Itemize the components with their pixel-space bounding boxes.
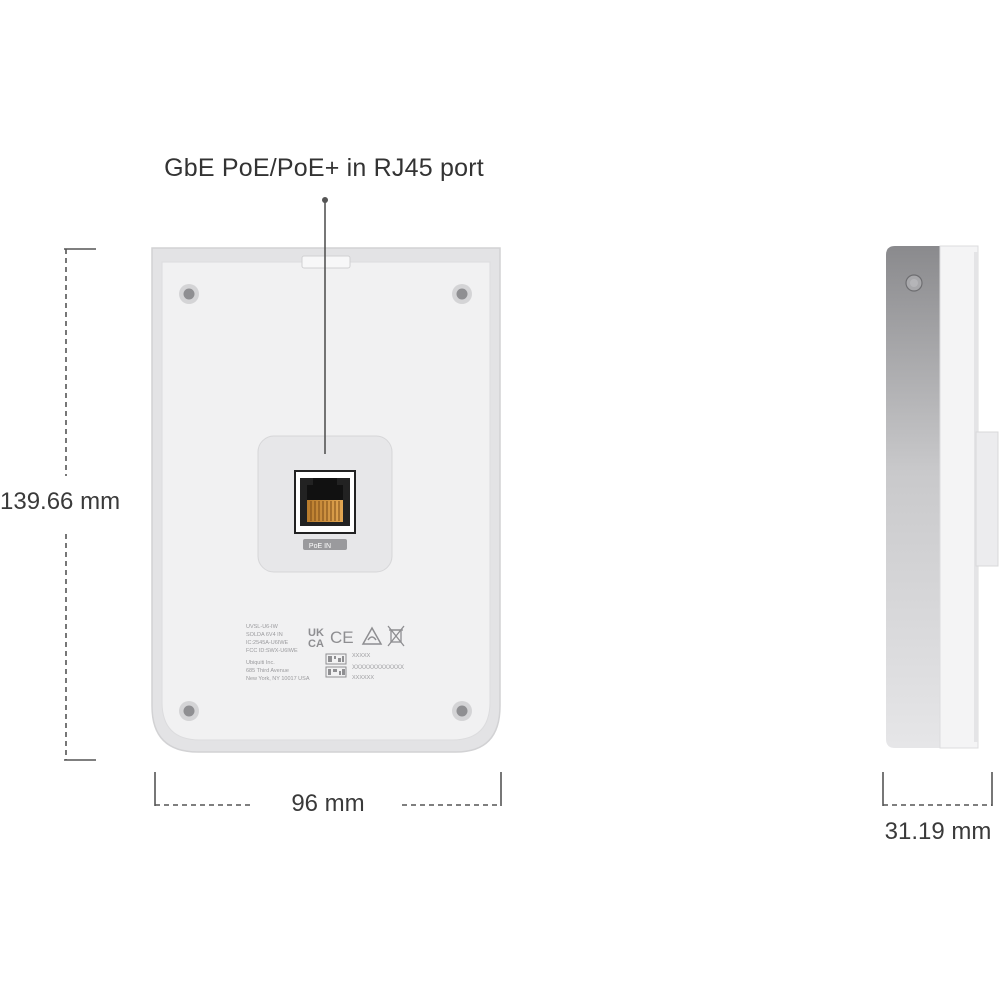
screw-hole [179,284,199,304]
ukca-mark-bottom: CA [308,638,324,650]
port-tag: PoE IN [309,543,331,550]
rj45-port-module: PoE IN [257,435,393,573]
depth-dimension-label: 31.19 mm [884,818,992,845]
height-dimension [64,248,96,761]
width-dimension-label: 96 mm [291,790,365,817]
port-callout-label: GbE PoE/PoE+ in RJ45 port [164,154,484,182]
depth-dimension [882,772,993,806]
label-line: FCC ID:SWX-U6IWE [246,648,298,654]
qr-code-icon [325,666,347,678]
port-callout-leader [322,197,328,454]
device-back-view: PoE IN UVSL-U6-IW SOLDA 6V4 IN IC:2545A-… [151,247,501,753]
rj45-jack-icon [300,478,350,526]
rcm-mark-icon [361,626,383,645]
label-line: New York, NY 10017 USA [246,676,310,682]
code-value: XXXXXX [352,675,374,681]
width-dimension [154,772,502,806]
qr-code-icon [325,653,347,665]
height-dimension-label: 139.66 mm [0,488,121,515]
weee-bin-icon [387,625,405,647]
code-value: XXXXX [352,653,371,659]
screw-hole [179,701,199,721]
ce-mark: CE [330,628,354,647]
label-line: Ubiquiti Inc. [246,660,275,666]
code-value: XXXXXXXXXXXXX [352,665,404,671]
ukca-mark-top: UK [308,627,324,639]
label-line: IC:2545A-U6IWE [246,640,289,646]
device-side-view [886,245,999,749]
screw-hole [452,284,472,304]
side-button-icon [905,274,923,292]
screw-hole [452,701,472,721]
label-line: UVSL-U6-IW [246,624,279,630]
label-line: SOLDA 6V4 IN [246,632,283,638]
label-line: 685 Third Avenue [246,668,289,674]
regulatory-label: UVSL-U6-IW SOLDA 6V4 IN IC:2545A-U6IWE F… [246,624,405,682]
